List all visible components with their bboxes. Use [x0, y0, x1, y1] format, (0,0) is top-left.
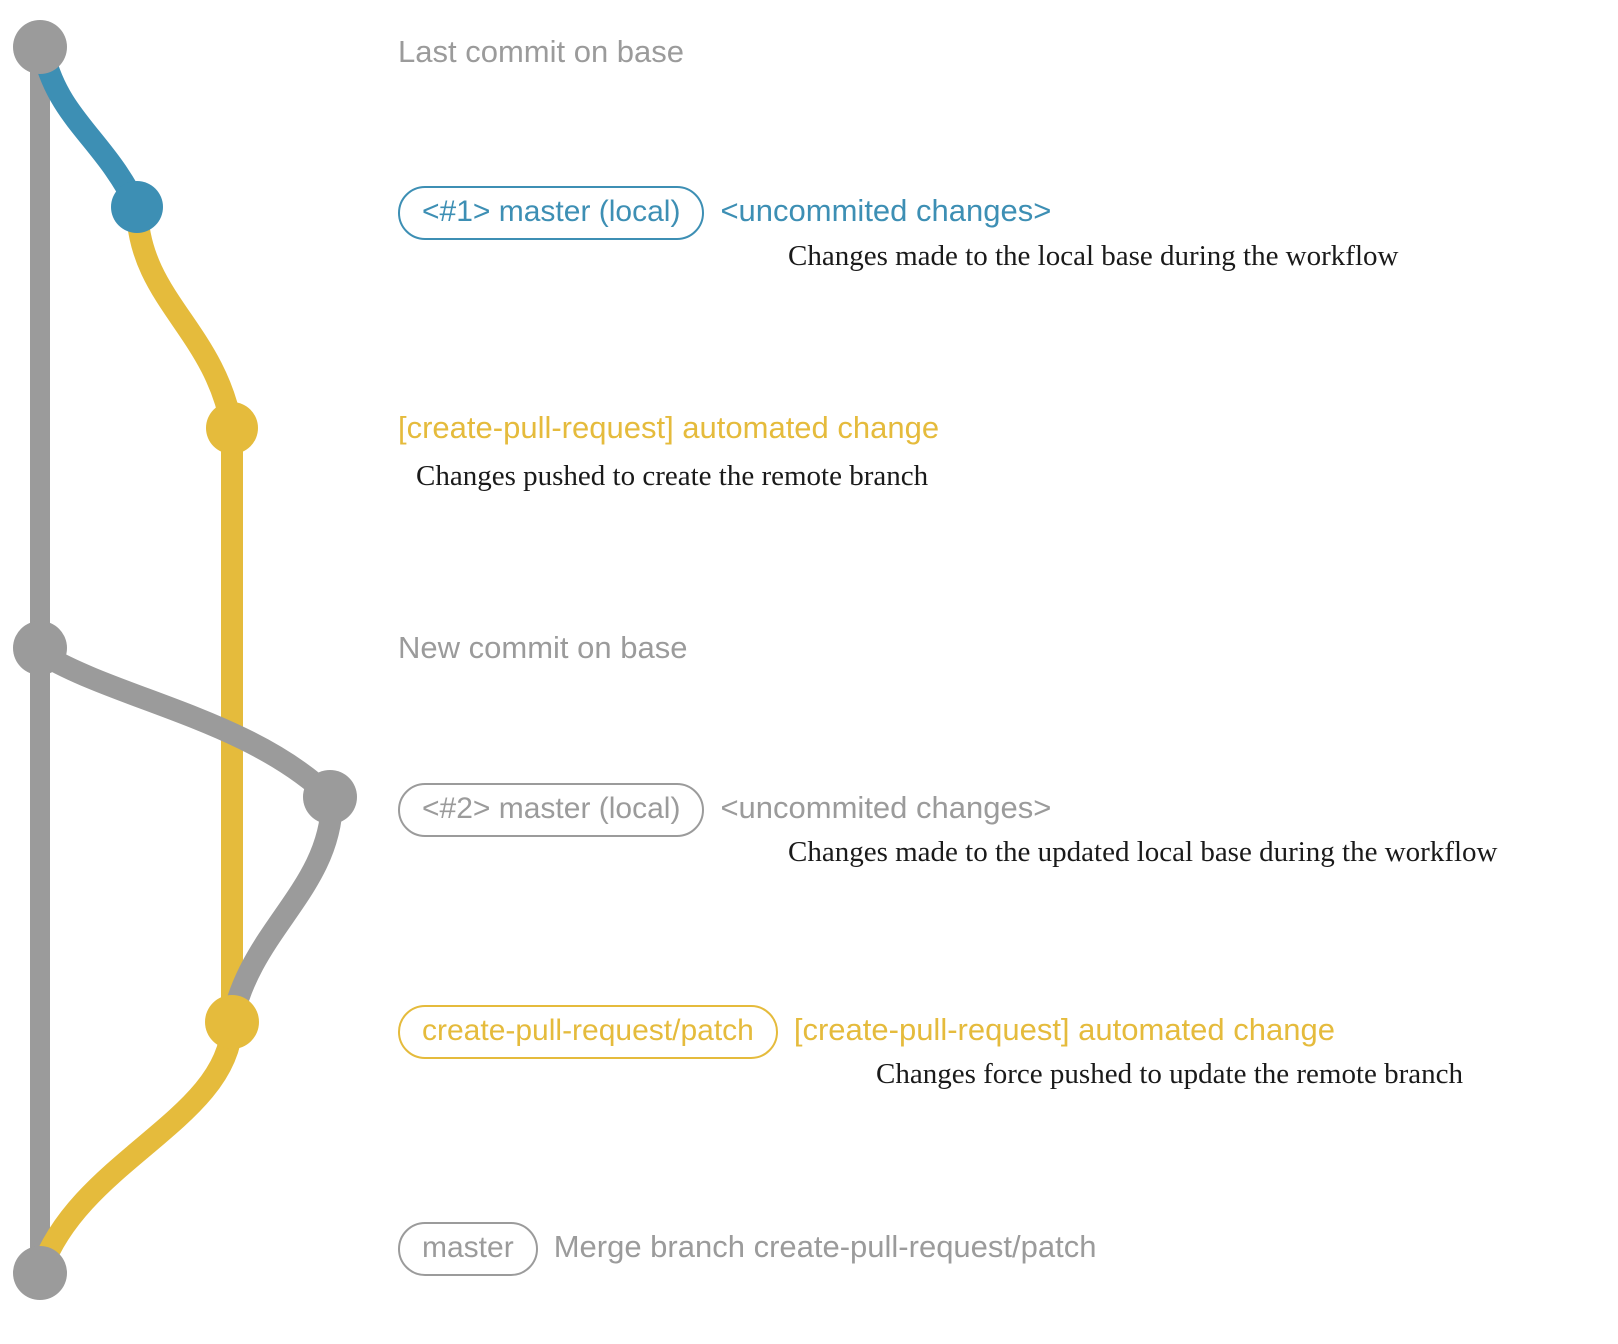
commit-description-automated-change-1: Changes pushed to create the remote bran…	[416, 460, 929, 492]
branch-badge-master-local-2[interactable]: <#2> master (local)	[398, 783, 705, 837]
commit-graph	[13, 20, 357, 1300]
branch-badge-create-pull-request-patch[interactable]: create-pull-request/patch	[398, 1005, 778, 1059]
node-last-commit-on-base[interactable]	[13, 20, 67, 74]
commit-subject-master-local-1: <uncommited changes>	[720, 193, 1052, 228]
node-master-local-2[interactable]	[303, 770, 357, 824]
branch-badge-master[interactable]: master	[398, 1222, 538, 1276]
commit-subject-automated-change-2: [create-pull-request] automated change	[793, 1012, 1335, 1047]
patch-branch-line-1	[126, 199, 243, 439]
node-new-commit-on-base[interactable]	[13, 621, 67, 675]
commit-row-automated-change-1: [create-pull-request] automated change	[398, 412, 939, 443]
node-automated-change-2[interactable]	[205, 995, 259, 1049]
commit-row-master-local-1: <#1> master (local) <uncommited changes>	[398, 186, 1051, 240]
commit-row-automated-change-2: create-pull-request/patch [create-pull-r…	[398, 1005, 1335, 1059]
commit-description-automated-change-2: Changes force pushed to update the remot…	[876, 1058, 1464, 1090]
commit-subject-master-merge: Merge branch create-pull-request/patch	[553, 1229, 1097, 1264]
commit-subject-master-local-2: <uncommited changes>	[720, 790, 1052, 825]
commit-subject-automated-change-1: [create-pull-request] automated change	[398, 410, 940, 445]
commit-subject-new-commit: New commit on base	[398, 630, 688, 665]
node-automated-change-1[interactable]	[206, 402, 258, 454]
branch-badge-master-local-1[interactable]: <#1> master (local)	[398, 186, 705, 240]
commit-description-master-local-2: Changes made to the updated local base d…	[788, 836, 1498, 868]
commit-row-new-commit: New commit on base	[398, 632, 687, 663]
commit-description-master-local-1: Changes made to the local base during th…	[788, 240, 1399, 272]
commit-row-last-commit: Last commit on base	[398, 36, 684, 67]
base-branch-line-2	[33, 644, 341, 808]
commit-subject-last-commit: Last commit on base	[398, 34, 685, 69]
patch-merge-line	[30, 1014, 243, 1281]
base-branch-line-3	[221, 791, 343, 1033]
commit-row-master-merge: master Merge branch create-pull-request/…	[398, 1222, 1096, 1276]
node-master-local-1[interactable]	[111, 181, 163, 233]
commit-row-master-local-2: <#2> master (local) <uncommited changes>	[398, 783, 1051, 837]
node-master-merge[interactable]	[13, 1246, 67, 1300]
